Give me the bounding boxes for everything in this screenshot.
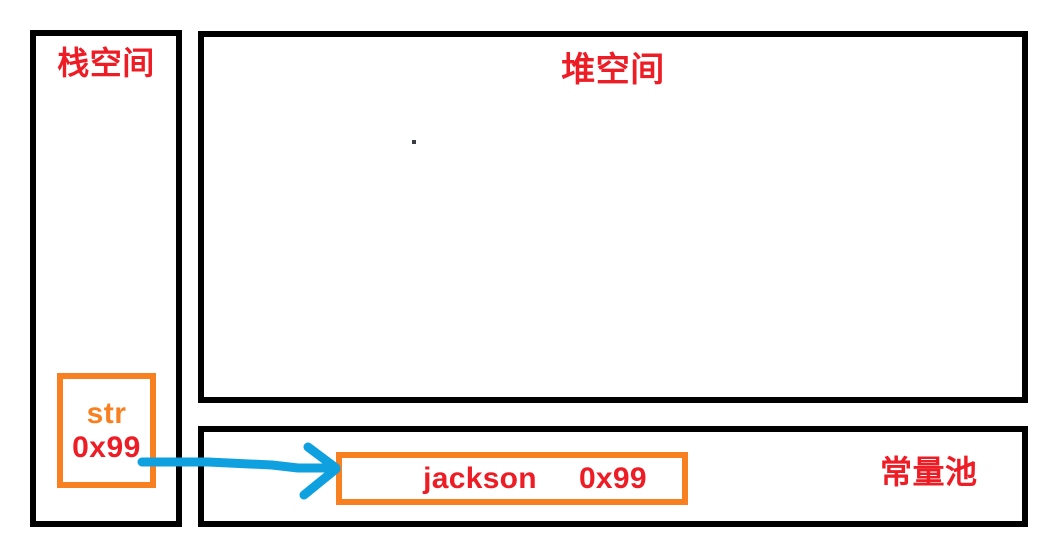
constant-pool-title: 常量池 bbox=[880, 453, 978, 491]
stack-space-title: 栈空间 bbox=[57, 44, 155, 82]
stack-variable-name: str bbox=[86, 396, 127, 430]
heap-space-region bbox=[198, 31, 1028, 403]
constant-pool-entry-box: jackson 0x99 bbox=[336, 452, 688, 505]
constant-pool-entry-address: 0x99 bbox=[578, 461, 647, 495]
heap-space-title: 堆空间 bbox=[561, 50, 665, 90]
stack-variable-box: str 0x99 bbox=[57, 373, 156, 488]
stack-variable-address: 0x99 bbox=[72, 430, 141, 464]
constant-pool-entry-value: jackson bbox=[423, 461, 537, 495]
ink-dot-artifact bbox=[412, 140, 416, 144]
